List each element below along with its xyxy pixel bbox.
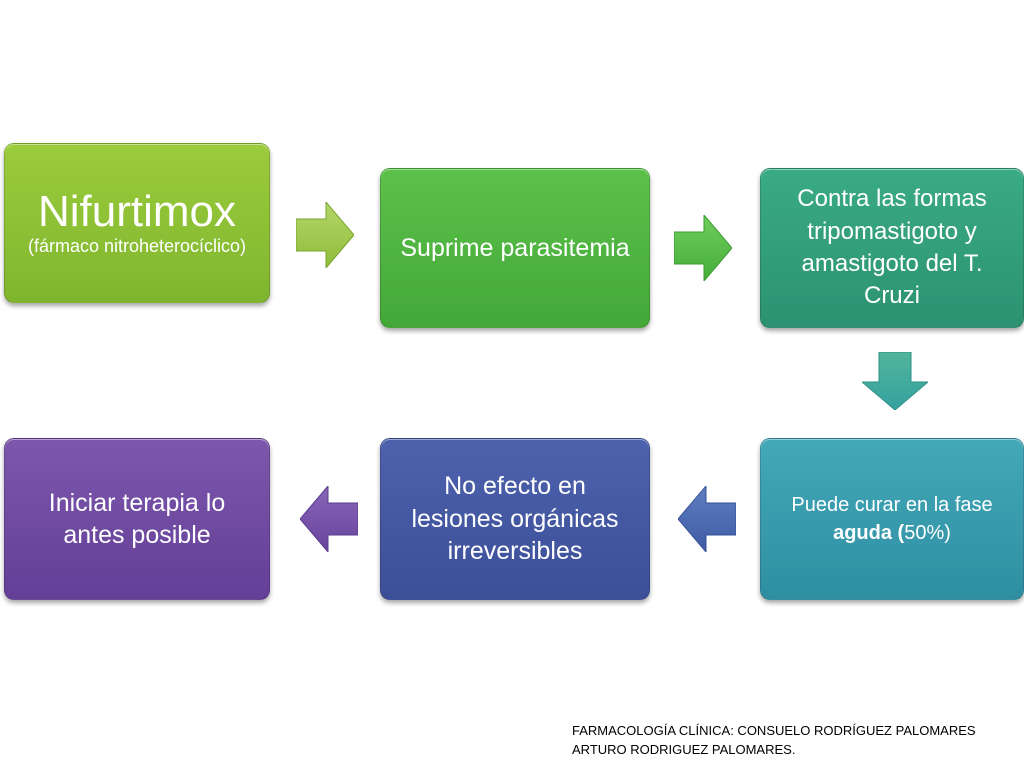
node-nifurtimox: Nifurtimox (fármaco nitroheterocíclico) xyxy=(4,143,270,303)
node-nifurtimox-title: Nifurtimox xyxy=(37,186,237,236)
footer-line-1: FARMACOLOGÍA CLÍNICA: CONSUELO RODRÍGUEZ… xyxy=(572,723,976,738)
node-nifurtimox-subtitle: (fármaco nitroheterocíclico) xyxy=(27,235,247,256)
node-puede-text: Puede curar en la fase aguda (50%) xyxy=(791,491,992,547)
arrow-left-1-icon xyxy=(678,486,736,552)
node-no-efecto-text: No efecto en lesiones orgánicas irrevers… xyxy=(411,472,619,566)
node-no-efecto: No efecto en lesiones orgánicas irrevers… xyxy=(380,438,650,600)
arrow-left-2-icon xyxy=(300,486,358,552)
node-puede-text-part2: 50%) xyxy=(904,522,951,544)
node-suprime-text: Suprime parasitemia xyxy=(400,233,630,262)
node-suprime-parasitemia: Suprime parasitemia xyxy=(380,168,650,328)
node-contra-formas: Contra las formas tripomastigoto y amast… xyxy=(760,168,1024,328)
node-puede-text-bold: aguda ( xyxy=(833,522,905,544)
node-iniciar-terapia: Iniciar terapia lo antes posible xyxy=(4,438,270,600)
arrow-right-2-icon xyxy=(674,215,732,281)
footer-credits: FARMACOLOGÍA CLÍNICA: CONSUELO RODRÍGUEZ… xyxy=(572,722,976,760)
arrow-down-icon xyxy=(862,352,928,410)
node-contra-text: Contra las formas tripomastigoto y amast… xyxy=(797,185,987,310)
arrow-right-1-icon xyxy=(296,202,354,268)
node-puede-curar: Puede curar en la fase aguda (50%) xyxy=(760,438,1024,600)
node-puede-text-part1: Puede curar en la fase xyxy=(791,494,993,516)
footer-line-2: ARTURO RODRIGUEZ PALOMARES. xyxy=(572,741,796,757)
node-iniciar-text: Iniciar terapia lo antes posible xyxy=(48,488,226,550)
